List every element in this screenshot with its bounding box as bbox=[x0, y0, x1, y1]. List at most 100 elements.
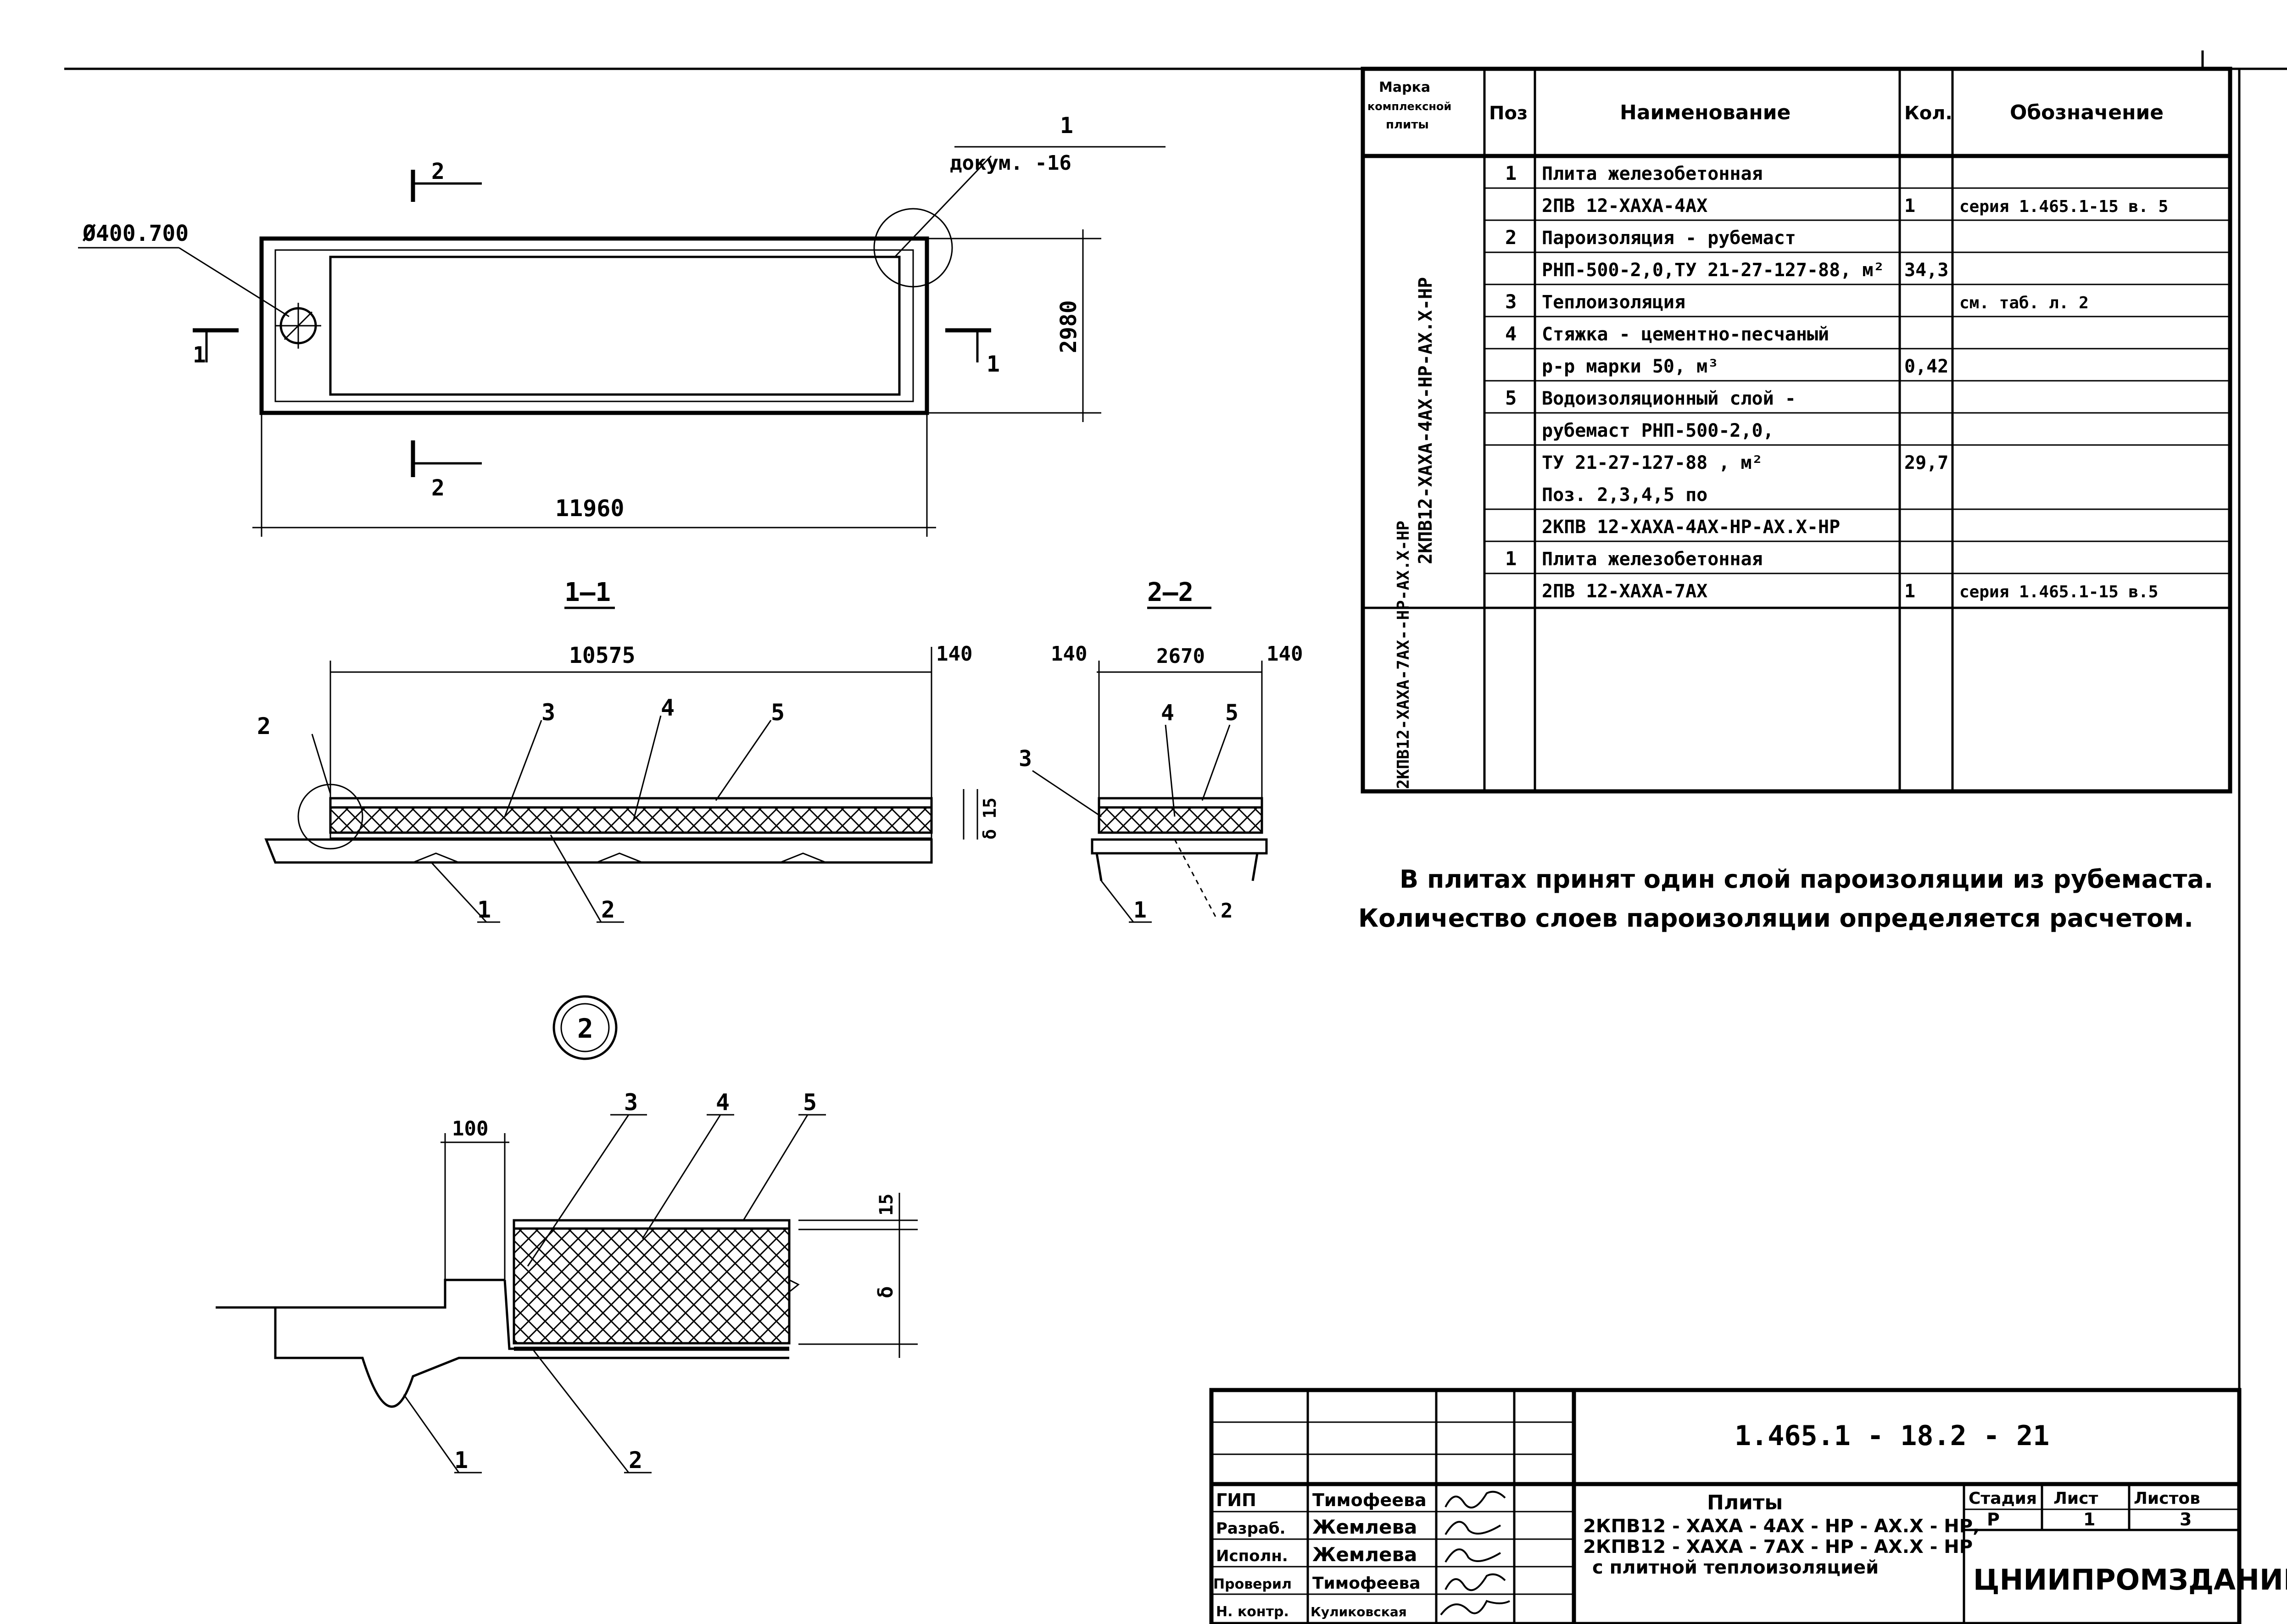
dim-right-140: 140 bbox=[1266, 642, 1303, 666]
spec-row-name: Поз. 2,3,4,5 по bbox=[1542, 484, 1707, 506]
title-line-2: 2КПВ12 - ХАХА - 4АХ - НР - АХ.Х - НР, bbox=[1583, 1516, 1980, 1537]
spec-row-name: рубемаст РНП-500-2,0, bbox=[1542, 420, 1774, 441]
dim-layers: δ 15 bbox=[980, 797, 1000, 840]
callout-document: докум. -16 bbox=[950, 151, 1071, 175]
section-2-2-title: 2—2 bbox=[1147, 578, 1194, 607]
s11-callout-2: 2 bbox=[257, 713, 271, 740]
group1-mark: 2КПВ12-ХАХА-4АХ-НР-АХ.Х-НР bbox=[1415, 277, 1436, 564]
plate-outline bbox=[259, 236, 929, 415]
detail-2: 2 100 15 δ 3 4 5 1 2 bbox=[216, 995, 918, 1474]
section-1-1-title: 1—1 bbox=[564, 578, 611, 607]
sheets-value: 3 bbox=[2180, 1509, 2192, 1529]
dim-edge-140: 140 bbox=[936, 642, 972, 666]
detail-2-marker bbox=[552, 995, 618, 1060]
name-gip: Тимофеева bbox=[1312, 1490, 1427, 1510]
sheets-header: Листов bbox=[2134, 1489, 2200, 1508]
section-2-2: 2—2 140 2670 140 3 4 5 1 2 bbox=[1019, 578, 1303, 923]
dim-thickness: δ bbox=[874, 1286, 898, 1299]
detail-insulation bbox=[513, 1227, 791, 1345]
spec-row-pos: 2 bbox=[1505, 226, 1517, 249]
spec-row-qty: 29,7 bbox=[1904, 452, 1948, 473]
spec-row-qty: 0,42 bbox=[1904, 356, 1948, 377]
title-line-1: Плиты bbox=[1707, 1491, 1783, 1514]
note: В плитах принят один слой пароизоляции и… bbox=[1358, 865, 2213, 933]
detail-callout-circle bbox=[873, 208, 953, 288]
d2-callout-1: 1 bbox=[454, 1447, 468, 1474]
dim-length: 11960 bbox=[555, 495, 625, 522]
s11-callout-4: 4 bbox=[661, 695, 675, 721]
role-executor: Исполн. bbox=[1216, 1547, 1288, 1565]
dim-step-100: 100 bbox=[452, 1117, 488, 1140]
organization: ЦНИИПРОМЗДАНИЙ bbox=[1973, 1563, 2287, 1596]
group2-mark: 2КПВ12-ХАХА-7АХ--НР-АХ.Х-НР bbox=[1394, 521, 1413, 789]
spec-row-designation: см. таб. л. 2 bbox=[1959, 294, 2089, 312]
section-1-1: 1—1 10575 140 δ 15 2 3 4 5 1 2 bbox=[257, 578, 1000, 923]
role-gip: ГИП bbox=[1216, 1490, 1256, 1510]
header-qty: Кол. bbox=[1904, 103, 1952, 124]
role-developer: Разраб. bbox=[1216, 1519, 1286, 1538]
spec-row-pos: 1 bbox=[1505, 162, 1517, 184]
cut-1-right-label: 1 bbox=[987, 351, 1000, 377]
header-mark-3: плиты bbox=[1386, 118, 1429, 132]
detail-2-number: 2 bbox=[577, 1013, 593, 1044]
name-developer: Жемлева bbox=[1312, 1516, 1417, 1538]
s22-callout-3: 3 bbox=[1019, 746, 1032, 772]
header-designation: Обозначение bbox=[2010, 101, 2164, 124]
s11-callout-3: 3 bbox=[541, 699, 555, 726]
s22-callout-1: 1 bbox=[1133, 897, 1147, 923]
insulation-layer bbox=[329, 806, 933, 834]
s11-callout-2b: 2 bbox=[601, 896, 615, 923]
spec-row-pos: 5 bbox=[1505, 387, 1517, 409]
title-line-3: 2КПВ12 - ХАХА - 7АХ - НР - АХ.Х - НР bbox=[1583, 1536, 1973, 1557]
spec-row-name: Пароизоляция - рубемаст bbox=[1542, 228, 1796, 249]
spec-row-name: Плита железобетонная bbox=[1542, 163, 1763, 184]
s11-callout-1: 1 bbox=[477, 896, 491, 923]
note-line-1: В плитах принят один слой пароизоляции и… bbox=[1400, 865, 2213, 894]
s22-callout-5: 5 bbox=[1225, 700, 1238, 726]
spec-table: Марка комплексной плиты Поз Наименование… bbox=[1361, 67, 2232, 794]
slab-profile bbox=[264, 838, 933, 864]
detail-slab bbox=[216, 1279, 789, 1408]
dim-span-2670: 2670 bbox=[1156, 645, 1205, 668]
header-name: Наименование bbox=[1620, 101, 1791, 124]
header-mark-1: Марка bbox=[1379, 79, 1430, 95]
plan-view: Ø400.700 1 докум. -16 2 2 1 1 2980 11960 bbox=[78, 113, 1166, 537]
d2-callout-2: 2 bbox=[629, 1447, 642, 1474]
spec-row-name: Водоизоляционный слой - bbox=[1542, 388, 1796, 409]
d2-callout-5: 5 bbox=[803, 1089, 817, 1116]
spec-row-qty: 1 bbox=[1904, 581, 1915, 602]
dim-left-140: 140 bbox=[1051, 642, 1087, 666]
s11-callout-5: 5 bbox=[771, 699, 785, 726]
signatures bbox=[1440, 1491, 1510, 1616]
stage-value: Р bbox=[1987, 1509, 2000, 1529]
spec-row-name: Плита железобетонная bbox=[1542, 549, 1763, 570]
header-pos: Поз bbox=[1489, 103, 1528, 124]
d2-callout-3: 3 bbox=[624, 1089, 638, 1116]
dim-top-15: 15 bbox=[876, 1194, 897, 1216]
spec-row-pos: 4 bbox=[1505, 323, 1517, 345]
sheet-value: 1 bbox=[2083, 1509, 2095, 1529]
spec-row-qty: 34,3 bbox=[1904, 260, 1948, 281]
drawing-code: 1.465.1 - 18.2 - 21 bbox=[1735, 1420, 2049, 1452]
sheet-header: Лист bbox=[2053, 1489, 2098, 1508]
cut-1-left-label: 1 bbox=[193, 342, 206, 368]
s22-callout-4: 4 bbox=[1161, 700, 1174, 726]
title-block: 1.465.1 - 18.2 - 21 ГИП Разраб. Исполн. … bbox=[1209, 1388, 2287, 1624]
title-line-4: с плитной теплоизоляцией bbox=[1592, 1557, 1879, 1578]
spec-row-designation: серия 1.465.1-15 в.5 bbox=[1959, 583, 2158, 601]
spec-row-name: 2ПВ 12-ХАХА-7АХ bbox=[1542, 581, 1707, 602]
spec-row-name: Стяжка - цементно-песчаный bbox=[1542, 324, 1829, 345]
spec-row-qty: 1 bbox=[1904, 195, 1915, 217]
spec-row-name: РНП-500-2,0,ТУ 21-27-127-88, м² bbox=[1542, 260, 1885, 281]
spec-row-name: 2ПВ 12-ХАХА-4АХ bbox=[1542, 195, 1707, 217]
stage-header: Стадия bbox=[1969, 1489, 2037, 1508]
name-norm-control: Куликовская bbox=[1311, 1604, 1407, 1619]
callout-number: 1 bbox=[1060, 113, 1073, 139]
header-mark-2: комплексной bbox=[1367, 100, 1451, 113]
name-executor: Жемлева bbox=[1312, 1543, 1417, 1566]
cut-2-top-label: 2 bbox=[431, 159, 445, 184]
pipe-opening bbox=[275, 303, 321, 349]
spec-row-name: Теплоизоляция bbox=[1542, 292, 1685, 313]
spec-row-name: ТУ 21-27-127-88 , м² bbox=[1542, 452, 1763, 473]
